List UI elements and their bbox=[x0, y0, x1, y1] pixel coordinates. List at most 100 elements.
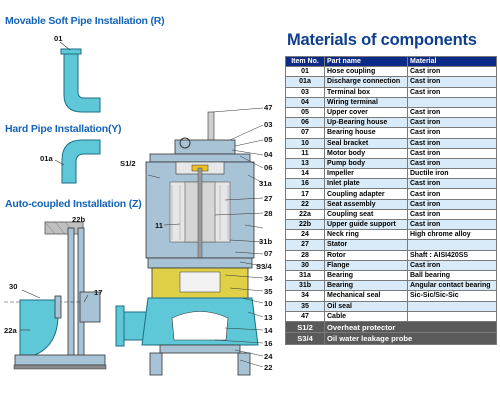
cell-part-name: Bearing house bbox=[324, 127, 408, 139]
label-06: 06 bbox=[264, 163, 273, 172]
label-11: 11 bbox=[155, 221, 164, 230]
cell-part-name: Oil seal bbox=[324, 300, 408, 312]
cell-item-no: 03 bbox=[285, 86, 325, 98]
cell-item-no: 31b bbox=[285, 280, 325, 292]
cell-material: Cast iron bbox=[407, 218, 497, 231]
cell-material: Cast iron bbox=[407, 208, 497, 221]
cell-material: Cast iron bbox=[407, 188, 497, 200]
label-03: 03 bbox=[264, 120, 273, 129]
cell-item-no: 17 bbox=[285, 188, 325, 200]
auto-coupled-heading: Auto-coupled Installation (Z) bbox=[5, 198, 142, 210]
label-10: 10 bbox=[264, 299, 273, 308]
cell-part-name: Up-Bearing house bbox=[324, 117, 408, 129]
hard-pipe-elbow bbox=[54, 139, 101, 184]
cell-part-name: Stator bbox=[324, 239, 408, 251]
label-31b: 31b bbox=[259, 237, 273, 246]
cell-item-no: 34 bbox=[285, 290, 325, 302]
soft-pipe-heading: Movable Soft Pipe Installation (R) bbox=[5, 15, 165, 27]
hard-pipe-heading: Hard Pipe Installation(Y) bbox=[5, 123, 122, 135]
cell-item-no: 22b bbox=[285, 218, 325, 231]
cell-part-name: Pump body bbox=[324, 157, 408, 170]
label-s12: S1/2 bbox=[120, 159, 136, 168]
cell-material: Cast iron bbox=[407, 198, 497, 210]
cell-item-no: 04 bbox=[285, 96, 325, 108]
label-14: 14 bbox=[264, 326, 273, 335]
cell-part-name: Motor body bbox=[324, 147, 408, 159]
cell-part-name: Coupling adapter bbox=[324, 188, 408, 200]
cell-material: Cast iron bbox=[407, 157, 497, 170]
cell-item-no: 10 bbox=[285, 137, 325, 149]
cell-part-name: Seat assembly bbox=[324, 198, 408, 210]
cell-material: Ball bearing bbox=[407, 269, 497, 282]
leader-lines bbox=[147, 107, 264, 368]
header-item-no: Item No. bbox=[285, 55, 325, 68]
label-16: 16 bbox=[264, 339, 273, 348]
materials-title: Materials of components bbox=[287, 31, 477, 49]
cell-item-no: 30 bbox=[285, 259, 325, 271]
cell-part-name: Bearing bbox=[324, 280, 408, 292]
label-47: 47 bbox=[264, 103, 273, 112]
cell-material: Cast iron bbox=[407, 76, 497, 88]
cell-item-no: 31a bbox=[285, 269, 325, 282]
cell-item-no: 16 bbox=[285, 178, 325, 190]
cell-material: Cast iron bbox=[407, 259, 497, 271]
cell-part-name: Upper guide support bbox=[324, 218, 408, 231]
cell-part-name: Wiring terminal bbox=[324, 96, 408, 108]
cell-material bbox=[407, 239, 497, 251]
cell-part-name: Bearing bbox=[324, 269, 408, 282]
cell-description: Oil water leakage probe bbox=[324, 332, 497, 345]
cell-item-no: 06 bbox=[285, 117, 325, 129]
label-04: 04 bbox=[264, 150, 273, 159]
cell-part-name: Impeller bbox=[324, 168, 408, 180]
pump-cross-section bbox=[115, 111, 259, 376]
cell-part-name: Neck ring bbox=[324, 229, 408, 241]
materials-header-row: Item No. Part name Material bbox=[285, 55, 497, 68]
label-05: 05 bbox=[264, 135, 273, 144]
cell-material: Cast iron bbox=[407, 106, 497, 119]
cell-item-no: 22a bbox=[285, 208, 325, 221]
cell-material: Cast iron bbox=[407, 86, 497, 98]
header-material: Material bbox=[407, 55, 497, 68]
cell-part-name: Seal bracket bbox=[324, 137, 408, 149]
cell-item-no: 14 bbox=[285, 168, 325, 180]
soft-pipe-elbow bbox=[59, 41, 101, 113]
label-35: 35 bbox=[264, 287, 273, 296]
cell-item-no: 07 bbox=[285, 127, 325, 139]
cell-item-no: 28 bbox=[285, 249, 325, 261]
label-22: 22 bbox=[264, 363, 273, 372]
cell-item-no: 27 bbox=[285, 239, 325, 251]
auto-coupled-assembly bbox=[4, 221, 107, 370]
label-s34: S3/4 bbox=[256, 262, 272, 271]
cell-item-no: 05 bbox=[285, 106, 325, 119]
cell-item-no: S1/2 bbox=[285, 320, 325, 334]
cell-material: Cast iron bbox=[407, 137, 497, 149]
label-31a: 31a bbox=[259, 179, 272, 188]
cell-part-name: Discharge connection bbox=[324, 76, 408, 88]
label-01: 01 bbox=[54, 34, 63, 43]
cell-item-no: 35 bbox=[285, 300, 325, 312]
label-01a: 01a bbox=[40, 154, 53, 163]
cell-part-name: Inlet plate bbox=[324, 178, 408, 190]
header-part-name: Part name bbox=[324, 55, 408, 68]
